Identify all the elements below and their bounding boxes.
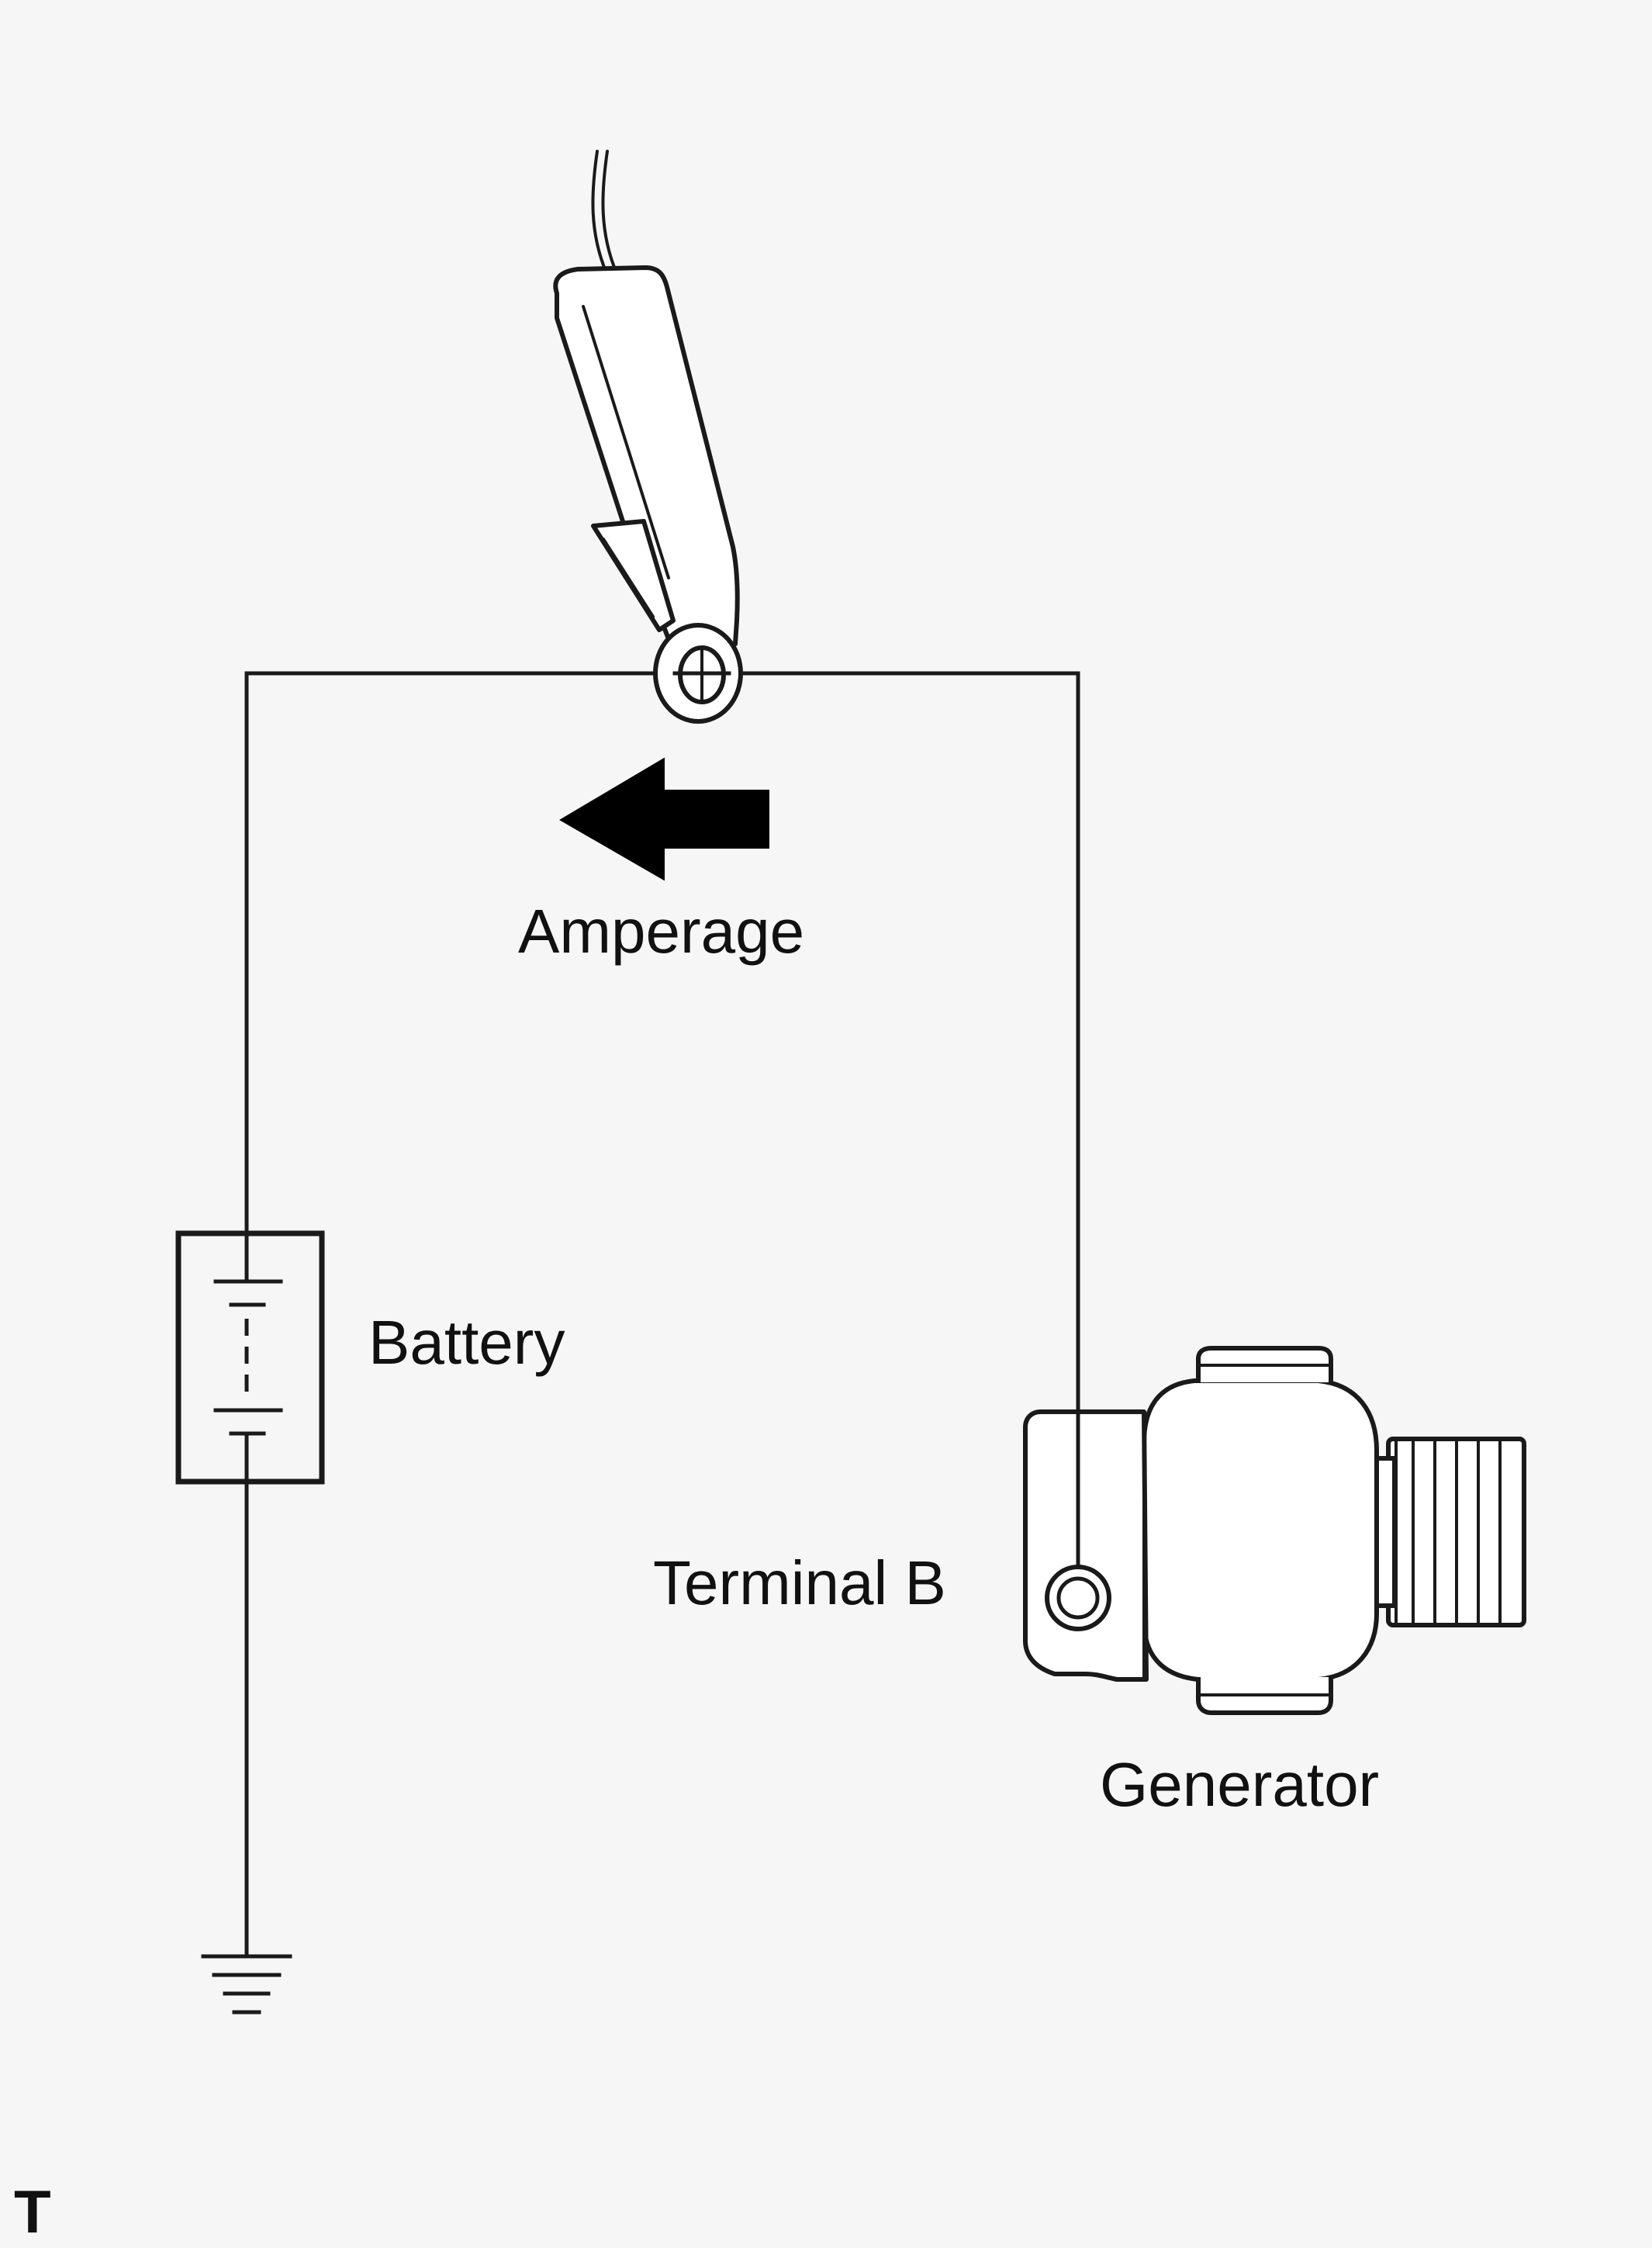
generator-icon [1023,1346,1526,1715]
terminal-b-label: Terminal B [653,1548,946,1617]
generator-rear-housing [1023,1409,1149,1682]
battery-symbol-icon [175,1230,325,1485]
probe-cable-2 [601,150,618,275]
probe-trigger [591,519,676,632]
probe-cable [591,150,608,275]
arrow-left-icon [559,757,769,881]
generator-body [1142,1378,1379,1682]
terminal-b-inner [1056,1576,1100,1620]
generator-fins [1386,1437,1526,1627]
amperage-label: Amperage [518,897,804,966]
corner-mark: T [14,2177,51,2246]
probe-handle-inner [582,305,670,579]
ground-symbol-icon [201,1954,292,2015]
battery-label: Battery [368,1308,565,1377]
probe-trigger-inner [602,538,655,618]
current-clamp-probe-icon [553,150,743,724]
battery-box [175,1230,325,1485]
generator-label: Generator [1100,1750,1379,1819]
